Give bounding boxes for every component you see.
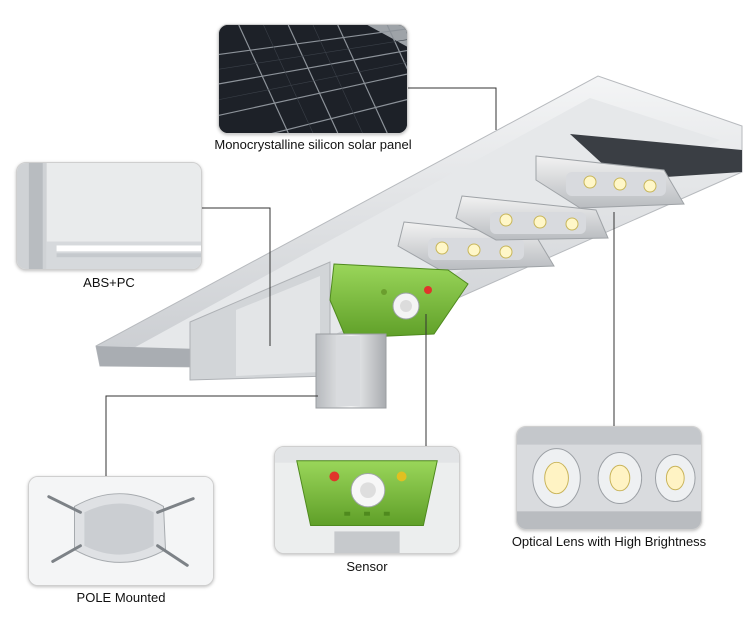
lens-1 — [532, 448, 581, 508]
caption-pole-mount: POLE Mounted — [76, 590, 166, 605]
optical-lens-array — [517, 427, 701, 529]
led-lamp-head-1 — [397, 221, 555, 271]
sensor-unit — [329, 263, 469, 339]
caption-optical-lens: Optical Lens with High Brightness — [511, 534, 707, 549]
leader-line-housing — [202, 207, 271, 346]
caption-solar-panel: Monocrystalline silicon solar panel — [214, 137, 412, 152]
sensor-closeup-graphic — [275, 447, 459, 553]
lens-2 — [597, 452, 643, 504]
optical-lens-closeup — [516, 426, 702, 530]
housing-material-texture — [17, 163, 201, 269]
caption-housing: ABS+PC — [83, 275, 135, 290]
lens-3 — [655, 453, 696, 503]
led-lamp-head-3 — [535, 155, 685, 209]
leader-line-solar-panel — [406, 87, 497, 130]
housing-material-closeup — [16, 162, 202, 270]
pole-mount-closeup — [28, 476, 214, 586]
leader-line-pole-mount — [105, 395, 318, 476]
sensor-closeup — [274, 446, 460, 554]
solar-cell-grid — [219, 25, 407, 133]
caption-sensor: Sensor — [346, 559, 388, 574]
pole-clamp-graphic — [29, 477, 213, 585]
solar-panel-closeup — [218, 24, 408, 134]
led-lamp-heads — [397, 155, 685, 271]
led-lamp-head-2 — [455, 195, 609, 241]
pole-connector — [315, 333, 387, 409]
callout-leader-lines — [105, 87, 615, 476]
